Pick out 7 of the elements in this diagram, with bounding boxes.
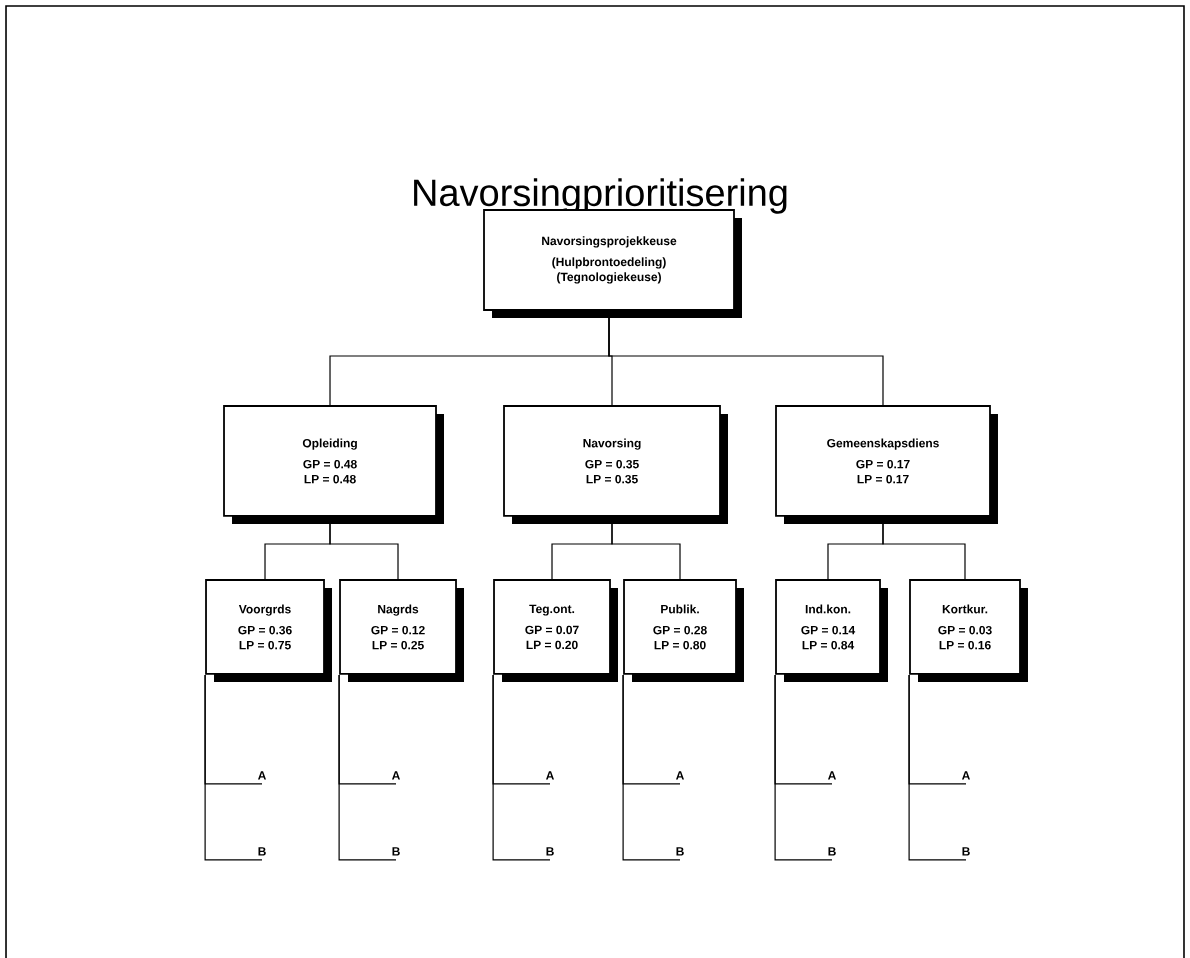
connector-line — [908, 674, 967, 861]
connector-line — [492, 674, 551, 861]
title: Navorsingprioritisering — [414, 178, 787, 214]
connector-line — [204, 674, 263, 861]
connector-line — [774, 674, 833, 861]
connector-line — [338, 674, 397, 861]
connector-line — [622, 674, 681, 861]
